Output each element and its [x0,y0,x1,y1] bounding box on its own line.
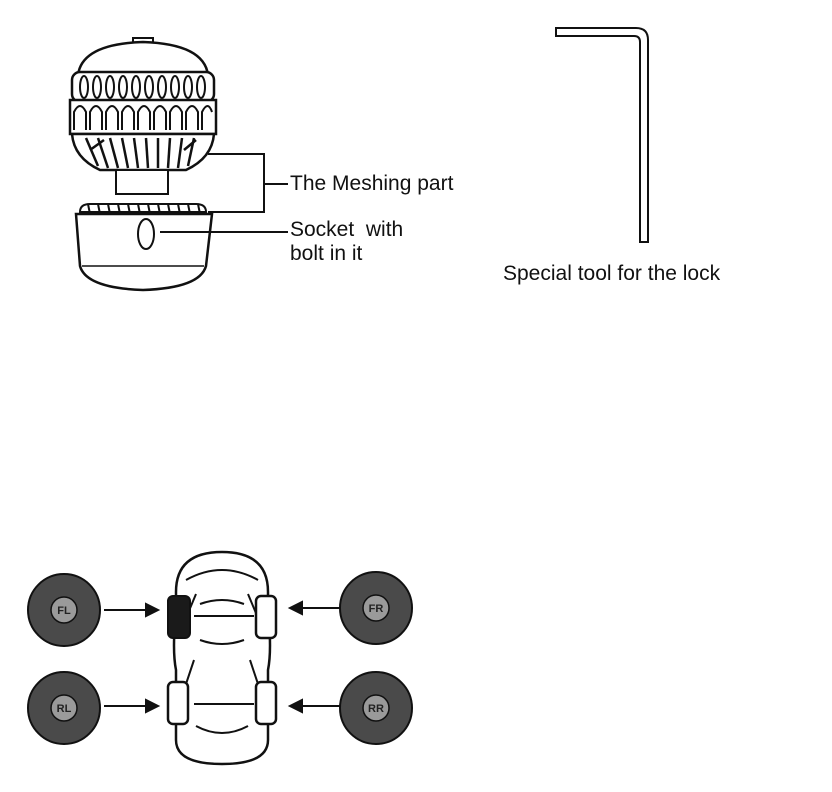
sensor-rear-right: RR [340,672,412,744]
special-tool-label: Special tool for the lock [503,262,720,286]
socket-label-line2: bolt in it [290,242,460,266]
meshing-part-label: The Meshing part [290,172,453,196]
wheel-front-left [168,596,190,638]
sensor-label-fl: FL [57,605,71,617]
wheel-rear-left [168,682,188,724]
wheel-rear-right [256,682,276,724]
sensor-front-right: FR [340,572,412,644]
sensor-front-left: FL [28,574,100,646]
wheel-front-right [256,596,276,638]
socket-label-line1: Socket with [290,218,460,242]
sensor-label-fr: FR [369,603,384,615]
sensor-label-rl: RL [57,703,72,715]
sensor-label-rr: RR [368,703,384,715]
socket-label: Socket with bolt in it [290,218,460,266]
sensor-rear-left: RL [28,672,100,744]
